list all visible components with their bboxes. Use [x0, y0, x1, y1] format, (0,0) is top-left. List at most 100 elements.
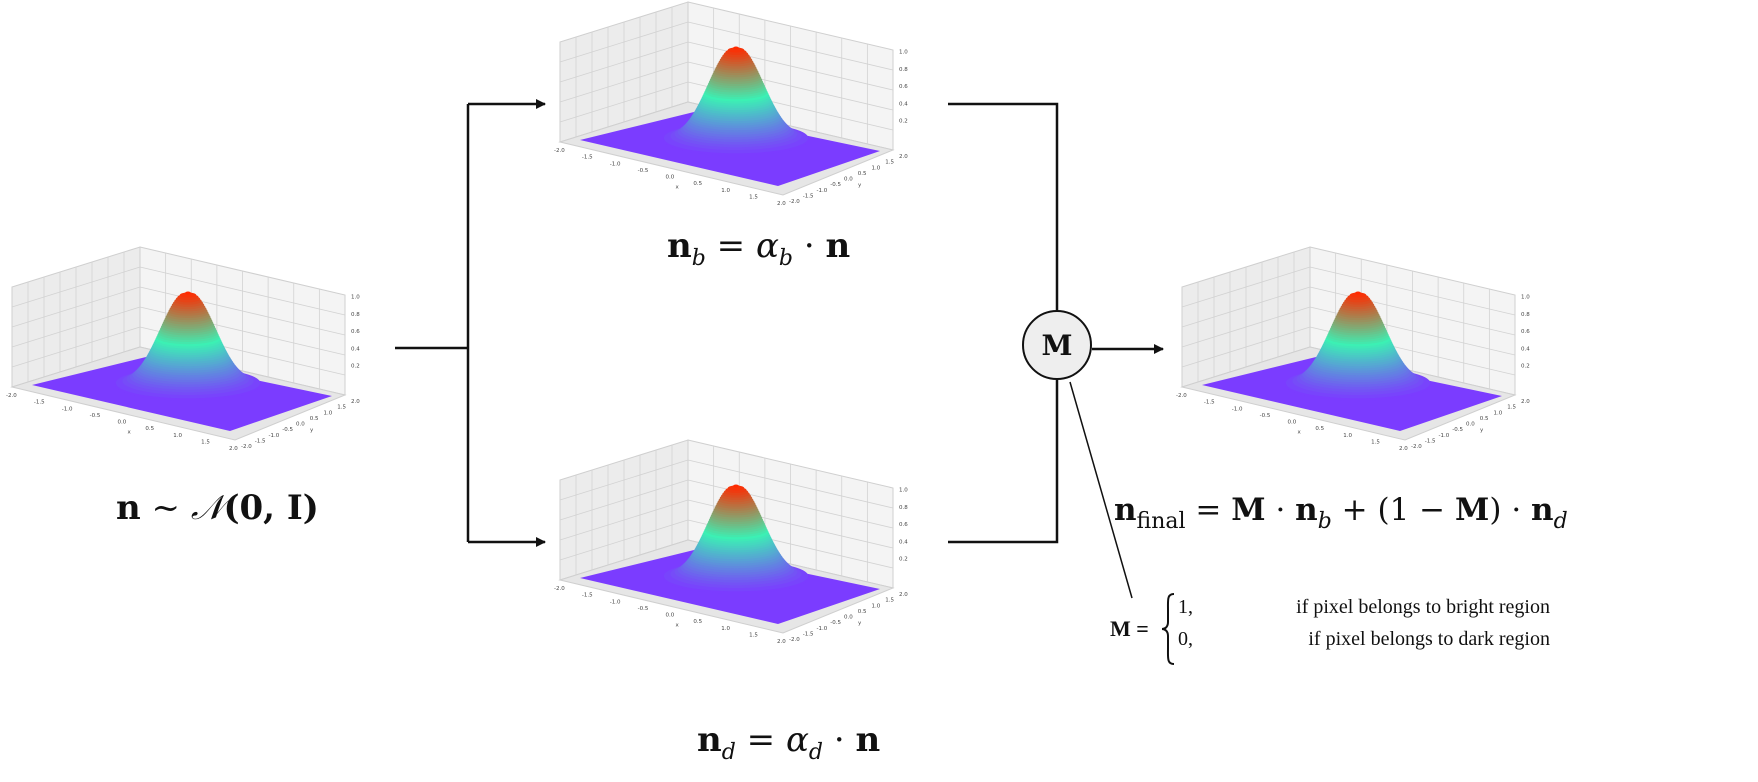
- surface-band: [733, 46, 739, 50]
- x-tick-label: -1.5: [1204, 400, 1215, 406]
- y-tick-label: 1.0: [872, 603, 881, 609]
- x-tick-label: 0.0: [118, 420, 127, 426]
- x-tick-label: 1.5: [749, 632, 758, 638]
- bright-formula-eq: =: [716, 226, 746, 266]
- z-tick-label: 0.4: [899, 101, 908, 107]
- x-tick-label: -2.0: [554, 148, 565, 154]
- x-tick-label: 1.0: [173, 433, 182, 439]
- x-tick-label: 0.0: [666, 175, 675, 181]
- x-axis-label: x: [1298, 430, 1302, 436]
- surface-band: [1349, 292, 1367, 298]
- x-tick-label: 2.0: [1399, 446, 1408, 452]
- y-tick-label: -1.5: [1425, 438, 1436, 444]
- y-tick-label: -1.0: [269, 433, 280, 439]
- dark-formula-alpha: α: [785, 720, 809, 760]
- z-tick-label: 1.0: [351, 294, 360, 300]
- x-tick-label: 1.5: [1371, 439, 1380, 445]
- y-tick-label: -1.5: [255, 438, 266, 444]
- gaussian-surface-chart: 0.20.40.60.81.0-2.0-1.5-1.0-0.50.00.51.0…: [554, 1, 908, 207]
- grid-lines: [559, 445, 894, 582]
- input-formula-args: (0, I): [223, 488, 319, 528]
- final-formula-nd-sub: d: [1553, 509, 1568, 534]
- y-tick-label: -2.0: [1411, 444, 1422, 450]
- mask-case-bright: 1, if pixel belongs to bright region: [1178, 596, 1550, 619]
- y-axis-label: y: [858, 621, 862, 627]
- surface-band: [727, 485, 745, 491]
- input-formula-n: n: [116, 488, 141, 528]
- x-tick-label: -0.5: [638, 168, 649, 174]
- final-formula-paren-close: ): [1489, 492, 1502, 528]
- left-brace-icon: [1161, 593, 1175, 665]
- mask-case-dark-condition: if pixel belongs to dark region: [1308, 628, 1550, 650]
- bright-formula-dot: ·: [803, 226, 815, 266]
- dark-formula-rhs: n: [855, 720, 881, 760]
- x-tick-label: -0.5: [90, 413, 101, 419]
- x-tick-label: -2.0: [554, 586, 565, 592]
- z-tick-label: 0.2: [1521, 364, 1530, 370]
- x-tick-label: 0.5: [693, 619, 702, 625]
- bright-formula: nb = αb · n: [667, 226, 850, 271]
- bright-formula-alpha-sub: b: [778, 246, 794, 271]
- bright-formula-sub: b: [691, 246, 706, 271]
- x-tick-label: 0.5: [1315, 426, 1324, 432]
- x-tick-label: -2.0: [1176, 393, 1187, 399]
- x-tick-label: 0.0: [666, 613, 675, 619]
- z-tick-label: 0.8: [899, 505, 908, 511]
- x-tick-label: 0.0: [1288, 420, 1297, 426]
- y-tick-label: 0.5: [310, 416, 319, 422]
- y-tick-label: -1.0: [1439, 433, 1450, 439]
- z-tick-label: 0.8: [351, 312, 360, 318]
- mask-case-bright-condition: if pixel belongs to bright region: [1296, 596, 1550, 618]
- x-tick-label: 1.0: [721, 188, 730, 194]
- x-axis-label: x: [676, 185, 680, 191]
- input-formula-dist: 𝒩: [190, 488, 224, 528]
- y-tick-label: 1.5: [1507, 405, 1516, 411]
- y-tick-label: -0.5: [830, 182, 841, 188]
- y-tick-label: -0.5: [1452, 427, 1463, 433]
- mask-case-dark-value: 0,: [1178, 628, 1193, 650]
- surface-band: [727, 47, 745, 53]
- gaussian-surface-chart: 0.20.40.60.81.0-2.0-1.5-1.0-0.50.00.51.0…: [6, 246, 360, 452]
- x-tick-label: -1.5: [582, 155, 593, 161]
- z-tick-label: 1.0: [1521, 294, 1530, 300]
- y-tick-label: -2.0: [789, 637, 800, 643]
- dark-formula-dot: ·: [833, 720, 845, 760]
- x-tick-label: 2.0: [229, 446, 238, 452]
- x-tick-label: -0.5: [1260, 413, 1271, 419]
- y-tick-label: 1.5: [885, 598, 894, 604]
- y-tick-label: 1.5: [337, 405, 346, 411]
- final-formula-nb-sub: b: [1317, 509, 1332, 534]
- dark-formula-eq: =: [746, 720, 776, 760]
- mask-case-bright-value: 1,: [1178, 596, 1193, 618]
- y-tick-label: 1.5: [885, 160, 894, 166]
- surface-band: [185, 291, 191, 295]
- final-formula-nb: n: [1295, 492, 1318, 528]
- mask-case-dark: 0, if pixel belongs to dark region: [1178, 628, 1550, 651]
- x-tick-label: -1.0: [610, 599, 621, 605]
- y-tick-label: -1.5: [803, 631, 814, 637]
- y-axis-label: y: [858, 183, 862, 189]
- x-tick-label: -1.0: [610, 161, 621, 167]
- x-tick-label: 1.0: [1343, 433, 1352, 439]
- input-formula: n ~ 𝒩(0, I): [116, 488, 319, 528]
- surface-band: [733, 484, 739, 488]
- x-tick-label: 0.5: [693, 181, 702, 187]
- x-tick-label: 1.5: [201, 439, 210, 445]
- x-tick-label: 1.0: [721, 626, 730, 632]
- z-tick-label: 0.4: [899, 539, 908, 545]
- x-tick-label: -1.5: [582, 593, 593, 599]
- grid-lines: [559, 7, 894, 144]
- x-tick-label: 0.5: [145, 426, 154, 432]
- y-tick-label: 1.0: [324, 410, 333, 416]
- final-formula-n: n: [1114, 492, 1137, 528]
- z-tick-label: 1.0: [899, 487, 908, 493]
- x-axis-label: x: [128, 430, 132, 436]
- y-tick-label: -1.0: [817, 188, 828, 194]
- z-tick-label: 0.2: [899, 119, 908, 125]
- y-tick-label: -0.5: [282, 427, 293, 433]
- final-formula-paren-open: (1 −: [1377, 492, 1446, 528]
- final-formula-m2: M: [1455, 492, 1490, 528]
